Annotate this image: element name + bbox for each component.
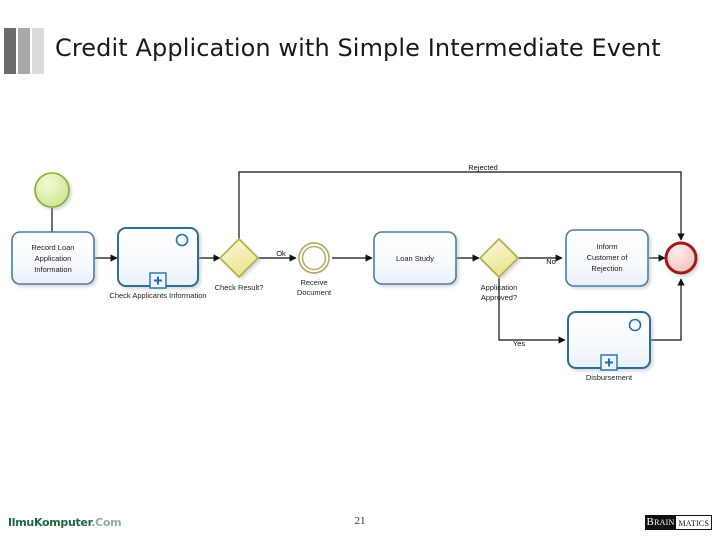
intermediate-event-inner-circle bbox=[301, 245, 327, 271]
brand-logo: Brain matics bbox=[644, 515, 712, 530]
flow-label-ok: Ok bbox=[276, 249, 286, 258]
gateway-check-result[interactable]: Check Result? bbox=[215, 237, 264, 292]
subprocess-check-app-label: Check Applicants Information bbox=[109, 291, 206, 300]
page-title: Credit Application with Simple Intermedi… bbox=[55, 34, 661, 62]
flow-label-no: No bbox=[546, 257, 556, 266]
flow-yes bbox=[498, 278, 566, 344]
task-record-label-line3: Information bbox=[34, 265, 72, 274]
brand-logo-part-a: Brain bbox=[644, 515, 677, 530]
sequence-flows bbox=[48, 171, 685, 344]
task-inform-shape[interactable] bbox=[565, 229, 649, 287]
brand-logo-part-b: matics bbox=[676, 515, 712, 530]
gateway-application-approved[interactable]: Application Approved? bbox=[478, 237, 520, 302]
intermediate-event-receive-document[interactable]: Receive Document bbox=[297, 242, 332, 297]
flow-rejected bbox=[238, 171, 685, 241]
task-loan-study-label: Loan Study bbox=[396, 254, 434, 263]
title-decoration-bars bbox=[4, 28, 44, 74]
deco-bar-medium bbox=[18, 28, 30, 74]
end-event[interactable] bbox=[664, 241, 698, 275]
subprocess-disbursement-label: Disbursement bbox=[586, 373, 633, 382]
bpmn-diagram: Record Loan Application Information Chec… bbox=[0, 140, 720, 400]
start-event-circle[interactable] bbox=[34, 172, 70, 208]
collapsed-plus-glyph bbox=[154, 276, 162, 285]
task-inform-label-line3: Rejection bbox=[591, 264, 622, 273]
task-inform-label-line2: Customer of bbox=[587, 253, 629, 262]
intermediate-event-label-line1: Receive bbox=[300, 278, 327, 287]
loop-circle-icon bbox=[628, 318, 642, 332]
task-inform-label-line1: Inform bbox=[596, 242, 617, 251]
deco-bar-light bbox=[32, 28, 44, 74]
end-event-circle[interactable] bbox=[664, 241, 698, 275]
page-number: 21 bbox=[354, 515, 366, 527]
subprocess-check-applicants-information[interactable]: Check Applicants Information bbox=[109, 227, 207, 300]
task-record-label-line2: Application bbox=[35, 254, 72, 263]
start-event[interactable] bbox=[34, 172, 70, 208]
collapsed-plus-glyph bbox=[605, 358, 613, 367]
site-logo-suffix: .Com bbox=[91, 516, 122, 529]
task-record-loan-application-information[interactable]: Record Loan Application Information bbox=[11, 231, 95, 285]
loop-circle-icon bbox=[175, 233, 189, 247]
site-logo: IlmuKomputer.Com bbox=[8, 516, 122, 529]
intermediate-event-label-line2: Document bbox=[297, 288, 332, 297]
flow-label-rejected: Rejected bbox=[468, 163, 498, 172]
gateway-approved-label-line2: Approved? bbox=[481, 293, 517, 302]
site-logo-main: IlmuKomputer bbox=[8, 516, 92, 529]
flow-label-yes: Yes bbox=[513, 339, 525, 348]
gateway-approved-label-line1: Application bbox=[481, 283, 518, 292]
task-inform-customer-of-rejection[interactable]: Inform Customer of Rejection bbox=[565, 229, 649, 287]
flow-disbursement-to-end bbox=[650, 278, 685, 341]
task-record-shape[interactable] bbox=[11, 231, 95, 285]
task-record-label-line1: Record Loan bbox=[32, 243, 75, 252]
subprocess-disbursement[interactable]: Disbursement bbox=[567, 311, 651, 382]
deco-bar-dark bbox=[4, 28, 16, 74]
gateway-approved-shape[interactable] bbox=[478, 237, 520, 279]
gateway-check-result-shape[interactable] bbox=[218, 237, 260, 279]
task-loan-study-shape[interactable] bbox=[373, 231, 457, 285]
gateway-check-result-label: Check Result? bbox=[215, 283, 264, 292]
task-loan-study[interactable]: Loan Study bbox=[373, 231, 457, 285]
